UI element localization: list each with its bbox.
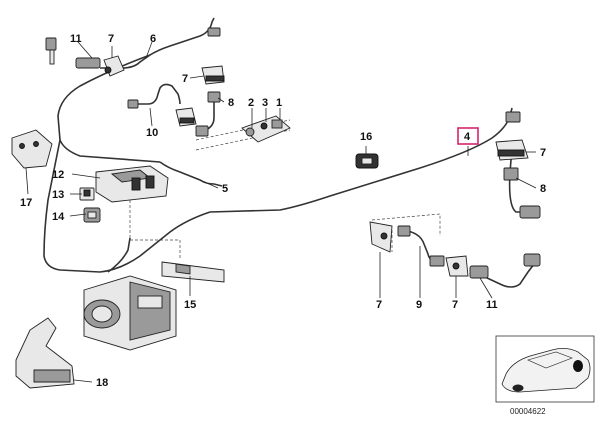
callout-7-right[interactable]: 7 (540, 147, 546, 159)
fitting-11-bottom[interactable] (469, 265, 489, 279)
callout-16[interactable]: 16 (360, 131, 372, 143)
fitting-8-right[interactable] (519, 205, 541, 219)
callout-7-mid[interactable]: 7 (182, 73, 188, 85)
brake-pipe-10[interactable] (134, 83, 181, 105)
callout-9[interactable]: 9 (416, 299, 422, 311)
fitting-6-end[interactable] (207, 27, 221, 37)
bracket-15[interactable] (161, 261, 225, 283)
parts (11, 27, 541, 389)
callout-3[interactable]: 3 (262, 97, 268, 109)
valve-block-12[interactable] (95, 165, 169, 203)
relay-14[interactable] (83, 207, 101, 223)
callout-15[interactable]: 15 (184, 299, 196, 311)
clip-7-right[interactable] (495, 139, 529, 161)
clip-7-bottom-mid[interactable] (445, 255, 469, 277)
fitting-11-top[interactable] (45, 37, 101, 69)
vehicle-location-thumbnail: 00004622 (495, 335, 595, 416)
callout-2[interactable]: 2 (248, 97, 254, 109)
callout-7-top[interactable]: 7 (108, 33, 114, 45)
fitting-9[interactable] (429, 255, 445, 267)
callout-7-bottom-left[interactable]: 7 (376, 299, 382, 311)
bracket-17[interactable] (11, 129, 53, 169)
callout-6[interactable]: 6 (150, 33, 156, 45)
callout-1[interactable]: 1 (276, 97, 282, 109)
clip-16[interactable] (355, 153, 379, 169)
callout-11-bottom[interactable]: 11 (486, 299, 498, 311)
hydraulic-pump[interactable] (83, 275, 177, 351)
clip-10-mid[interactable] (175, 107, 197, 127)
callout-17[interactable]: 17 (20, 197, 32, 209)
brake-pipe-4[interactable] (99, 107, 513, 273)
callout-8-mid[interactable]: 8 (228, 97, 234, 109)
diagram-number: 00004622 (510, 407, 546, 416)
callout-5[interactable]: 5 (222, 183, 228, 195)
callout-12[interactable]: 12 (52, 169, 64, 181)
leader-lines (25, 41, 537, 383)
relay-13[interactable] (79, 187, 95, 201)
callout-8-right[interactable]: 8 (540, 183, 546, 195)
callout-18[interactable]: 18 (96, 377, 108, 389)
brake-pipe-5[interactable] (159, 161, 223, 187)
fitting-8-mid[interactable] (207, 91, 221, 103)
callout-11-top[interactable]: 11 (70, 33, 82, 45)
callout-10[interactable]: 10 (146, 127, 158, 139)
fitting-10[interactable] (127, 99, 139, 109)
clip-7-mid[interactable] (201, 65, 225, 85)
callout-13[interactable]: 13 (52, 189, 64, 201)
callout-labels: 11 7 6 7 8 10 2 3 1 12 13 14 17 5 16 4 7… (20, 33, 546, 389)
callout-7-bottom-mid[interactable]: 7 (452, 299, 458, 311)
callout-14[interactable]: 14 (52, 211, 65, 223)
bracket-1-2-3[interactable] (241, 115, 291, 143)
callout-4[interactable]: 4 (464, 131, 471, 143)
clip-7-bottom-left[interactable] (369, 221, 393, 253)
bracket-18[interactable] (15, 317, 75, 389)
car-rear-wheel-marker (573, 360, 583, 372)
guide-lines (129, 119, 441, 258)
clip-7-top[interactable] (103, 55, 125, 77)
callout-4-highlight-box (457, 127, 479, 145)
